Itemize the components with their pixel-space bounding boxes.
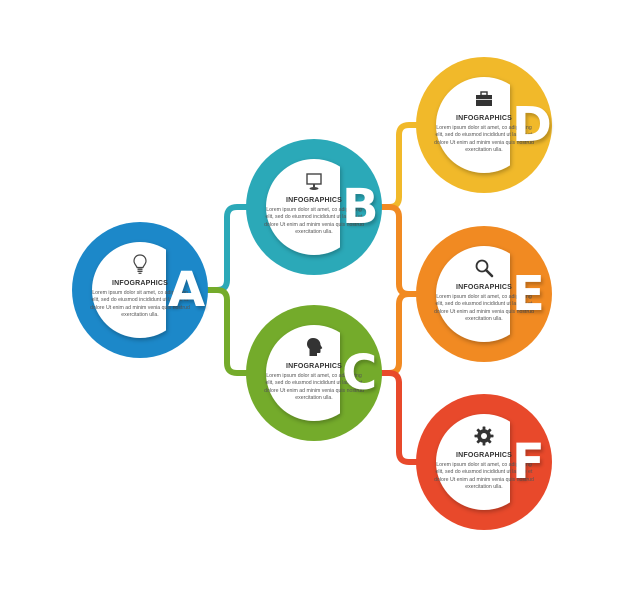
node-b-card: INFOGRAPHICS Lorem ipsum dolor sit amet,… <box>249 169 379 237</box>
node-b-letter: B <box>342 179 379 235</box>
connector-c-f <box>375 370 423 465</box>
magnifier-icon <box>475 259 494 278</box>
node-b-title: INFOGRAPHICS <box>285 197 343 204</box>
connector-a-c <box>201 287 253 376</box>
gear-icon <box>474 426 494 446</box>
node-f-letter: F <box>512 434 545 490</box>
node-e-card: INFOGRAPHICS Lorem ipsum dolor sit amet,… <box>419 256 549 324</box>
node-e-description: Lorem ipsum dolor sit amet, co adipiscin… <box>434 294 534 323</box>
node-f-description: Lorem ipsum dolor sit amet, co adipiscin… <box>434 462 534 491</box>
node-e-white-panel <box>435 246 510 342</box>
connector-b-d <box>375 122 423 210</box>
node-f-ring <box>416 394 552 530</box>
node-e-title: INFOGRAPHICS <box>455 284 513 291</box>
node-d-card: INFOGRAPHICS Lorem ipsum dolor sit amet,… <box>419 87 549 155</box>
node-c-ring <box>246 305 382 441</box>
connector-a-b <box>201 204 253 293</box>
node-d-ring <box>416 57 552 193</box>
node-f-card: INFOGRAPHICS Lorem ipsum dolor sit amet,… <box>419 424 549 492</box>
node-b-description: Lorem ipsum dolor sit amet, co adipiscin… <box>264 207 364 236</box>
node-a-ring <box>72 222 208 358</box>
connector-c-e <box>375 291 423 376</box>
node-a-white-panel <box>92 242 166 338</box>
lightbulb-icon <box>133 254 147 274</box>
node-rings <box>72 57 552 530</box>
node-a-card: INFOGRAPHICS Lorem ipsum dolor sit amet,… <box>75 252 205 320</box>
node-e-letter: E <box>512 266 545 322</box>
node-f-white-panel <box>435 414 510 510</box>
node-e-ring <box>416 226 552 362</box>
node-a-title: INFOGRAPHICS <box>111 280 169 287</box>
connector-lines <box>201 122 423 465</box>
node-c-card: INFOGRAPHICS Lorem ipsum dolor sit amet,… <box>249 335 379 403</box>
node-a-letter: A <box>168 262 206 318</box>
node-d-letter: D <box>512 97 552 153</box>
node-c-letter: C <box>342 345 378 401</box>
node-c-description: Lorem ipsum dolor sit amet, co adipiscin… <box>264 373 364 402</box>
node-c-white-panel <box>266 325 340 421</box>
node-d-description: Lorem ipsum dolor sit amet, co adipiscin… <box>434 125 534 154</box>
briefcase-icon <box>476 91 492 106</box>
node-f-title: INFOGRAPHICS <box>455 452 513 459</box>
connector-b-e <box>375 204 423 297</box>
monitor-icon <box>306 173 322 190</box>
node-c-title: INFOGRAPHICS <box>285 363 343 370</box>
node-a-description: Lorem ipsum dolor sit amet, co adipiscin… <box>90 290 190 319</box>
head-profile-icon <box>307 338 323 356</box>
node-d-title: INFOGRAPHICS <box>455 115 513 122</box>
